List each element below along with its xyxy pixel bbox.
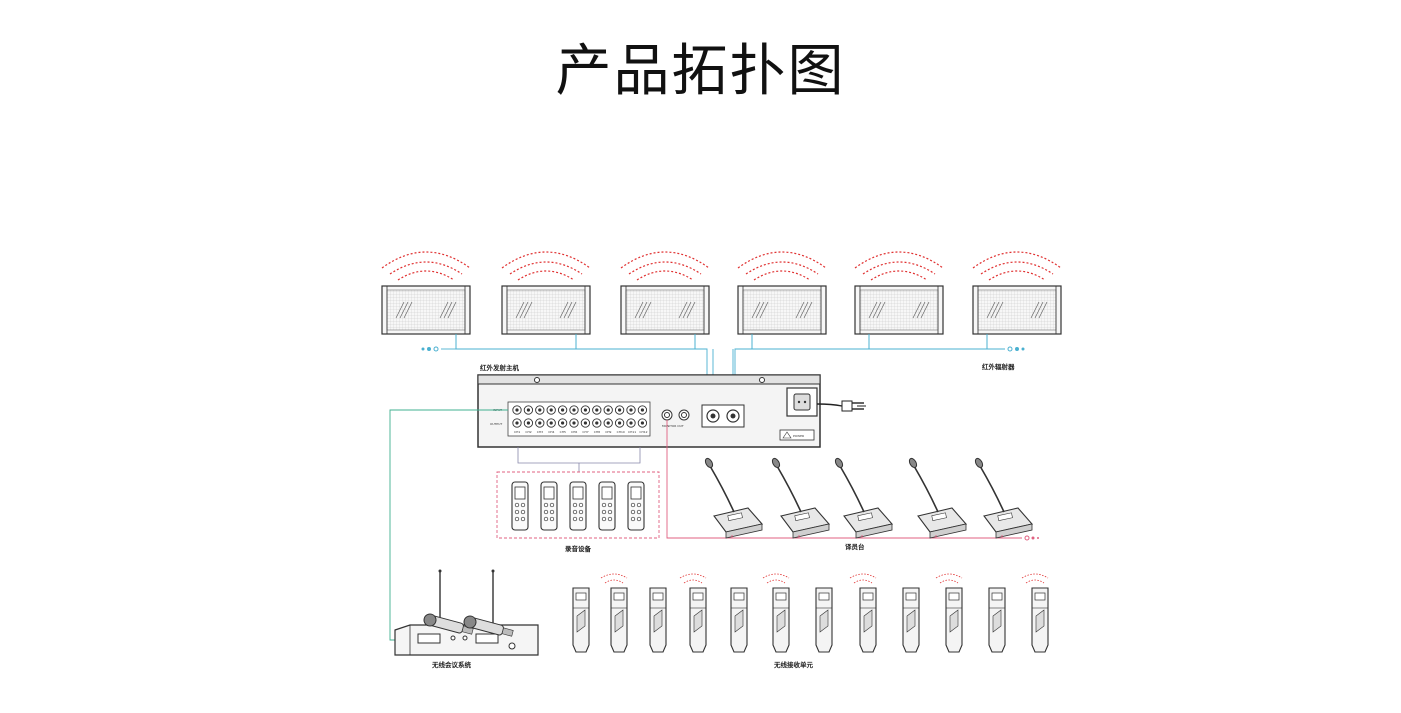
monitor-out-label: MONITOR OUT	[662, 424, 684, 428]
recorder-group	[496, 447, 660, 539]
power-label: POWER	[793, 434, 804, 438]
wireless-receiver	[815, 587, 833, 653]
ir-radiator	[501, 251, 591, 335]
interpreter-console	[704, 457, 764, 539]
ir-radiator-group	[381, 251, 1062, 335]
ir-radiator	[381, 251, 471, 335]
output-row-label: OUTPUT	[490, 422, 502, 426]
recorder-device	[511, 481, 529, 531]
wireless-receiver	[679, 573, 707, 653]
channel-label: CH9	[605, 430, 611, 434]
recorder-device	[540, 481, 558, 531]
wireless-system-label: 无线会议系统	[431, 660, 472, 669]
recorder-device	[627, 481, 645, 531]
ir-radiator	[972, 251, 1062, 335]
interpreter-console-group	[666, 420, 1039, 541]
wireless-receiver	[762, 573, 790, 653]
channel-label: CH10	[617, 430, 625, 434]
receiver-group	[572, 573, 1049, 653]
channel-label: CH3	[537, 430, 543, 434]
channel-label: CH11	[628, 430, 636, 434]
receiver-label: 无线接收单元	[773, 660, 814, 669]
channel-label: CH6	[571, 430, 577, 434]
wireless-receiver	[572, 587, 590, 653]
wireless-receiver	[649, 587, 667, 653]
channel-label: CH2	[525, 430, 531, 434]
radiator-label: 红外辐射器	[982, 362, 1015, 371]
channel-label: CH4	[548, 430, 554, 434]
wireless-receiver	[902, 587, 920, 653]
interpreter-console	[834, 457, 894, 539]
wireless-conference-system	[389, 409, 539, 656]
page-title: 产品拓扑图	[555, 39, 846, 104]
interpreter-console	[908, 457, 968, 539]
channel-label: CH5	[560, 430, 566, 434]
wireless-receiver	[1021, 573, 1049, 653]
ir-radiator	[620, 251, 710, 335]
interpreter-console	[974, 457, 1034, 539]
channel-label: CH12	[639, 430, 647, 434]
wireless-receiver	[935, 573, 963, 653]
interpreter-console	[771, 457, 831, 539]
wireless-receiver	[849, 573, 877, 653]
recorder-device	[598, 481, 616, 531]
channel-label: CH1	[514, 430, 520, 434]
recorder-device	[569, 481, 587, 531]
channel-label: CH7	[582, 430, 588, 434]
main-unit-label: 红外发射主机	[480, 363, 520, 372]
ir-radiator	[737, 251, 827, 335]
ir-radiator	[854, 251, 944, 335]
recorder-label: 录音设备	[565, 544, 592, 553]
wireless-receiver	[988, 587, 1006, 653]
channel-label: CH8	[594, 430, 600, 434]
wireless-receiver	[600, 573, 628, 653]
interpreter-label: 译员台	[845, 542, 865, 551]
wireless-receiver	[730, 587, 748, 653]
